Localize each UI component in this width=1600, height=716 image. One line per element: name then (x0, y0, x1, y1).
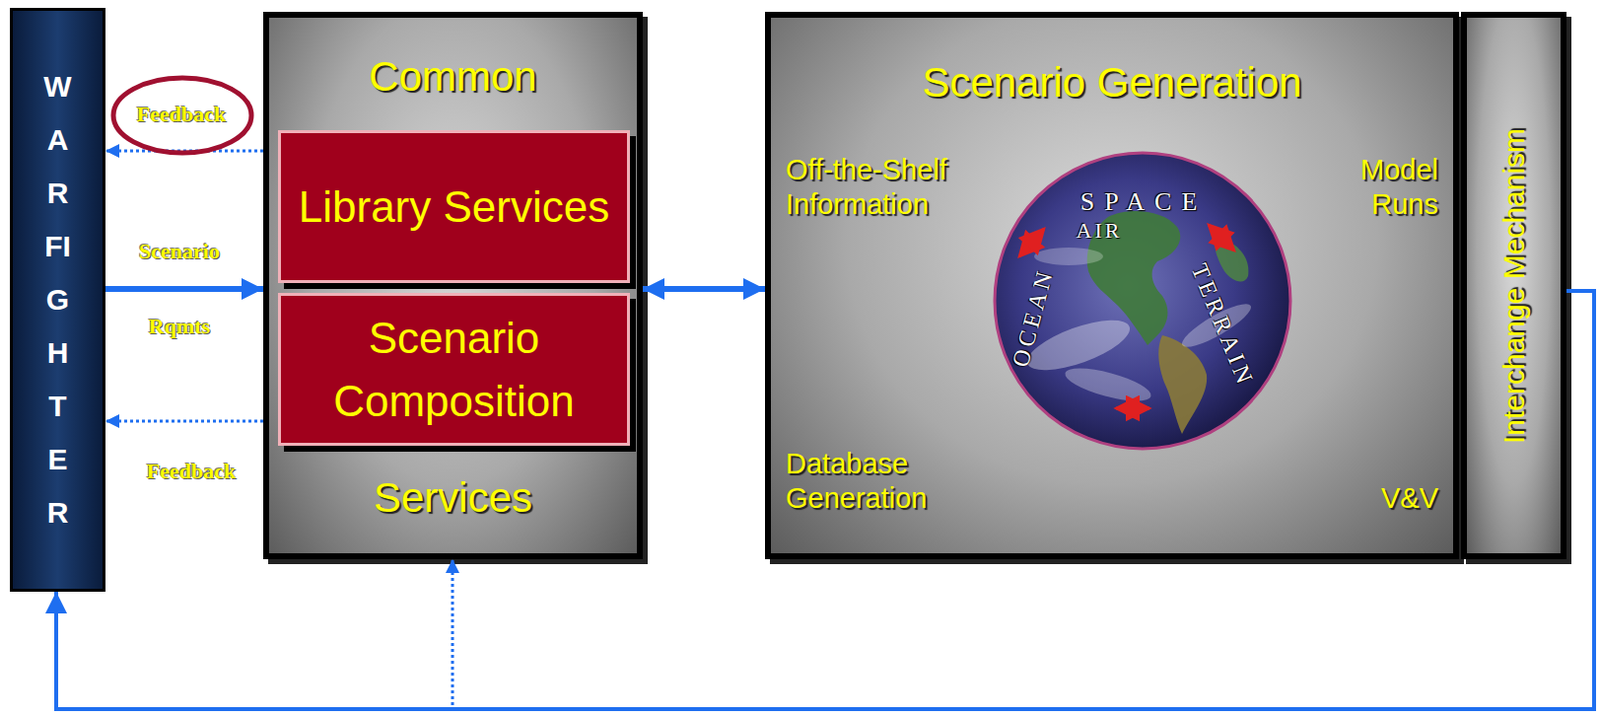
box-title: Library Services (284, 175, 624, 239)
actor-column: WARFIGHTER (9, 7, 106, 592)
box-text: Model Runs (1310, 152, 1439, 222)
process-box: Library Services (278, 130, 630, 283)
box-text: Services (269, 474, 637, 522)
box-title: Scenario Generation (770, 59, 1454, 107)
feedback-arrow (105, 419, 264, 423)
edge-label: Feedback (132, 457, 251, 486)
globe-label: SPACE (1080, 187, 1208, 217)
box-text: V&V (1310, 481, 1439, 516)
interchange-bar: Interchange Mechanism (1460, 11, 1567, 559)
globe-label: AIR (1076, 217, 1123, 244)
flow-arrow (105, 285, 264, 292)
edge-label: Feedback (122, 100, 241, 129)
box-title: Interchange Mechanism (1497, 127, 1531, 443)
box-title: Scenario Composition (280, 306, 627, 433)
flow-arrow (642, 285, 766, 292)
service-panel: CommonServices Library ServicesScenario C… (263, 11, 643, 559)
box-text: Off-the-Shelf Information (785, 152, 1023, 222)
process-box: Scenario Composition (278, 292, 630, 446)
box-text: Database Generation (785, 446, 1023, 516)
box-title: WARFIGHTER (43, 60, 73, 540)
box-title: Common (269, 53, 637, 101)
edge-label: Scenario Rqmts (110, 213, 249, 364)
